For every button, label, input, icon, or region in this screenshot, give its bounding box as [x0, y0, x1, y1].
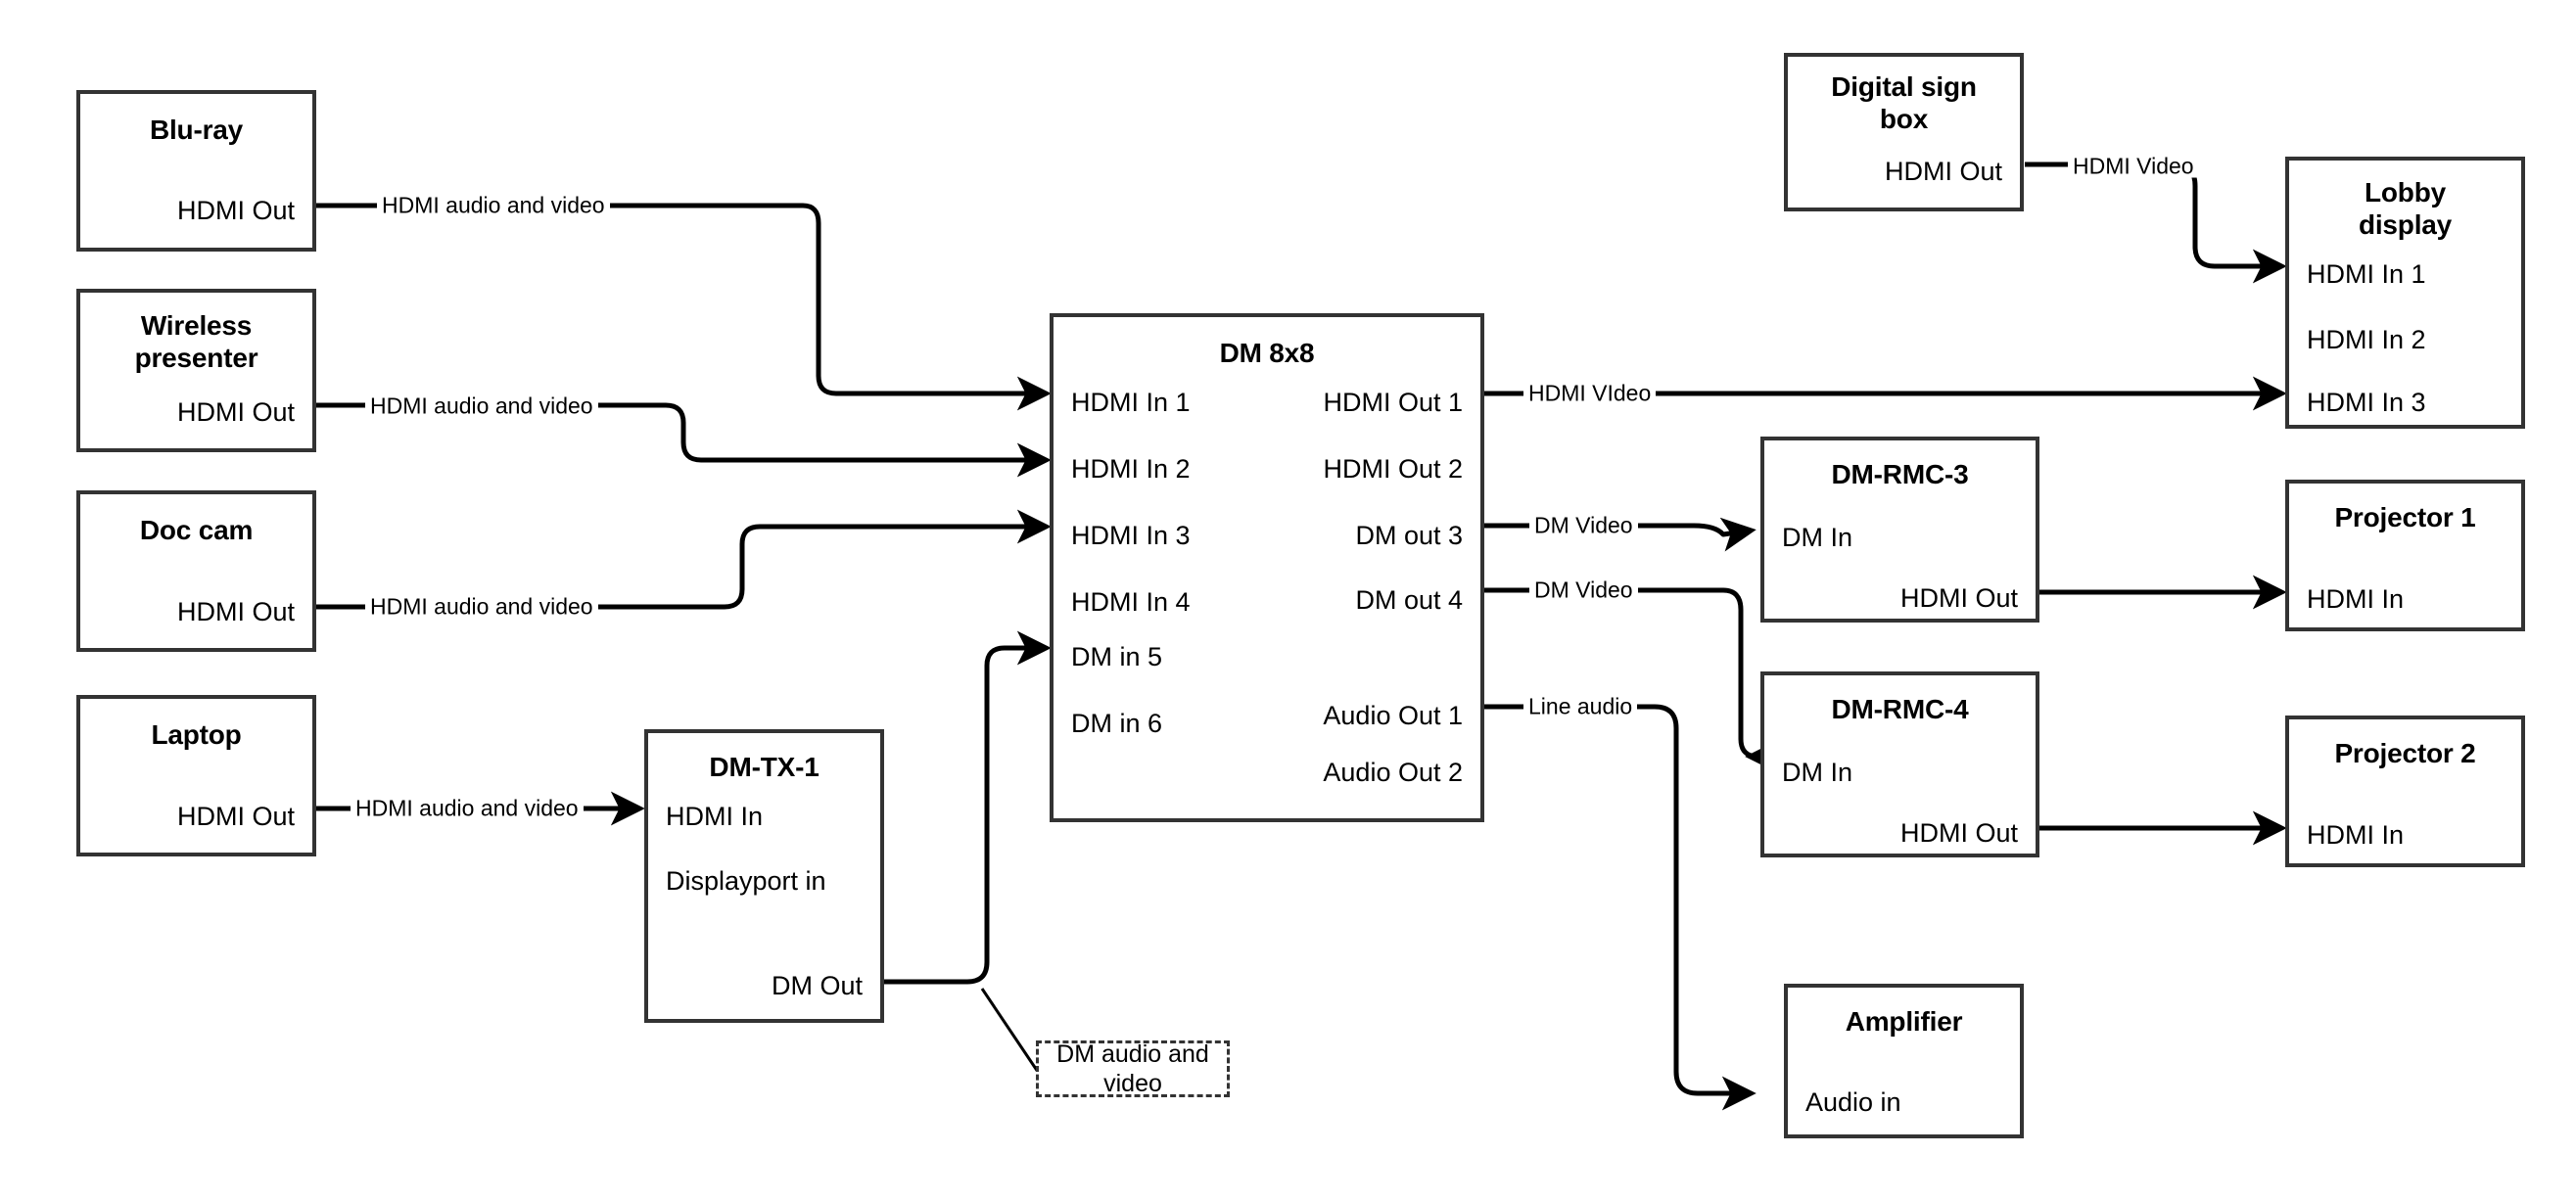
node-title: Digital sign box: [1831, 71, 1977, 135]
edge-label-dm-out3-to-rmc3: DM Video: [1529, 514, 1638, 537]
port-dm-out: DM Out: [771, 971, 863, 1000]
port-hdmi-in-3: HDMI In 3: [1071, 521, 1191, 550]
node-dm-rmc-4[interactable]: DM-RMC-4 DM In HDMI Out: [1760, 671, 2039, 857]
node-title: DM-RMC-3: [1831, 459, 1969, 489]
node-digital-sign-box[interactable]: Digital sign box HDMI Out: [1784, 53, 2024, 211]
node-laptop[interactable]: Laptop HDMI Out: [76, 695, 316, 856]
node-title: Projector 1: [2334, 502, 2476, 532]
node-title: Doc cam: [139, 515, 254, 545]
port-hdmi-in-3: HDMI In 3: [2307, 388, 2426, 417]
node-dm-tx-1[interactable]: DM-TX-1 HDMI In Displayport in DM Out: [644, 729, 884, 1023]
node-amplifier[interactable]: Amplifier Audio in: [1784, 984, 2024, 1138]
edge-label-laptop-to-dmtx1: HDMI audio and video: [351, 797, 584, 820]
port-dm-in-5: DM in 5: [1071, 642, 1163, 671]
port-hdmi-out: HDMI Out: [176, 196, 295, 225]
node-doc-cam[interactable]: Doc cam HDMI Out: [76, 490, 316, 652]
node-wireless-presenter[interactable]: Wireless presenter HDMI Out: [76, 289, 316, 452]
port-hdmi-in-2: HDMI In 2: [2307, 325, 2426, 354]
edge-label-wireless-to-dm: HDMI audio and video: [365, 394, 598, 418]
node-bluray[interactable]: Blu-ray HDMI Out: [76, 90, 316, 252]
node-title: Laptop: [151, 719, 242, 750]
node-title: DM 8x8: [1219, 338, 1315, 368]
node-dm-rmc-3[interactable]: DM-RMC-3 DM In HDMI Out: [1760, 437, 2039, 623]
node-projector-1[interactable]: Projector 1 HDMI In: [2285, 480, 2525, 631]
node-lobby-display[interactable]: Lobby display HDMI In 1 HDMI In 2 HDMI I…: [2285, 157, 2525, 429]
port-hdmi-out-1: HDMI Out 1: [1323, 388, 1463, 417]
port-dm-out-4: DM out 4: [1355, 585, 1463, 615]
port-hdmi-in: HDMI In: [2307, 584, 2405, 614]
node-title: DM-TX-1: [709, 752, 820, 782]
port-displayport-in: Displayport in: [666, 866, 826, 896]
callout-dm-audio-and-video: DM audio and video: [1036, 1040, 1230, 1097]
port-audio-in: Audio in: [1805, 1087, 1901, 1117]
port-hdmi-in: HDMI In: [2307, 820, 2405, 850]
node-dm-8x8[interactable]: DM 8x8 HDMI In 1 HDMI In 2 HDMI In 3 HDM…: [1050, 313, 1484, 822]
node-title: Lobby display: [2358, 177, 2453, 241]
port-hdmi-in-2: HDMI In 2: [1071, 454, 1191, 484]
edge-label-dm-out4-to-rmc4: DM Video: [1529, 578, 1638, 602]
port-hdmi-out: HDMI Out: [1899, 583, 2018, 613]
port-hdmi-in-1: HDMI In 1: [1071, 388, 1191, 417]
port-audio-out-2: Audio Out 2: [1323, 758, 1463, 787]
node-title: DM-RMC-4: [1831, 694, 1969, 724]
edge-label-sign-to-lobby: HDMI Video: [2068, 155, 2199, 178]
node-projector-2[interactable]: Projector 2 HDMI In: [2285, 716, 2525, 867]
port-dm-in: DM In: [1782, 523, 1853, 552]
port-hdmi-out: HDMI Out: [176, 397, 295, 427]
edge-label-dm-out1-to-lobby: HDMI VIdeo: [1523, 382, 1657, 405]
node-title: Wireless presenter: [134, 310, 258, 374]
port-hdmi-out: HDMI Out: [1899, 818, 2018, 848]
port-hdmi-in-1: HDMI In 1: [2307, 259, 2426, 289]
port-hdmi-in-4: HDMI In 4: [1071, 587, 1191, 617]
port-dm-in-6: DM in 6: [1071, 709, 1163, 738]
port-hdmi-in: HDMI In: [666, 802, 764, 831]
port-hdmi-out: HDMI Out: [176, 802, 295, 831]
node-title: Projector 2: [2334, 738, 2476, 768]
port-hdmi-out: HDMI Out: [1884, 157, 2002, 186]
port-audio-out-1: Audio Out 1: [1323, 701, 1463, 730]
edge-label-bluray-to-dm: HDMI audio and video: [377, 194, 610, 217]
edge-label-dm-audio-to-amp: Line audio: [1523, 695, 1638, 718]
port-hdmi-out-2: HDMI Out 2: [1323, 454, 1463, 484]
port-dm-in: DM In: [1782, 758, 1853, 787]
port-dm-out-3: DM out 3: [1355, 521, 1463, 550]
node-title: Amplifier: [1845, 1006, 1963, 1037]
edge-label-doccam-to-dm: HDMI audio and video: [365, 595, 598, 619]
node-title: Blu-ray: [149, 115, 244, 145]
port-hdmi-out: HDMI Out: [176, 597, 295, 626]
